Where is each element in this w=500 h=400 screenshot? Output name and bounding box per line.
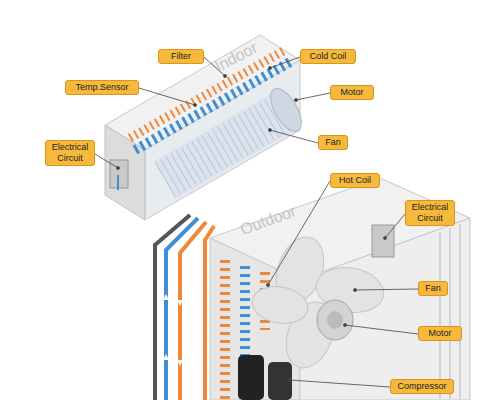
callout-box: Motor: [418, 326, 462, 341]
callout-text: Motor: [422, 328, 458, 339]
callout-text: Hot Coil: [334, 175, 376, 186]
callout-box: Temp.Sensor: [65, 80, 139, 95]
callout-box: Motor: [330, 85, 374, 100]
motor-hub: [327, 311, 343, 329]
leader-lines: [95, 57, 418, 387]
fan-blades: [165, 112, 283, 180]
callout-text: Filter: [162, 51, 200, 62]
callout-text: Motor: [334, 87, 370, 98]
flow-arrows: [163, 294, 183, 366]
callout-text: Electrical Circuit: [49, 142, 91, 164]
callout-text: Fan: [422, 283, 444, 294]
indoor-end: [105, 125, 145, 220]
grille: [440, 224, 460, 400]
outdoor-circuit: [372, 225, 394, 257]
callout-text: Compressor: [394, 381, 450, 392]
callout-box: Compressor: [390, 379, 454, 394]
callout-box: Fan: [418, 281, 448, 296]
callout-text: Fan: [322, 137, 344, 148]
compressor: [268, 362, 292, 400]
callout-box: Electrical Circuit: [45, 140, 95, 166]
callout-box: Fan: [318, 135, 348, 150]
callout-text: Electrical Circuit: [409, 202, 451, 224]
indoor-motor: [264, 84, 307, 137]
callout-box: Electrical Circuit: [405, 200, 455, 226]
callout-text: Temp.Sensor: [69, 82, 135, 93]
callout-box: Filter: [158, 49, 204, 64]
callout-box: Cold Coil: [300, 49, 356, 64]
indoor-front: [145, 60, 300, 220]
hot-coil: [220, 260, 230, 400]
callout-text: Cold Coil: [304, 51, 352, 62]
fan-cylinder: [165, 112, 283, 180]
compressor: [238, 355, 264, 400]
pipe-arrow: [117, 175, 119, 190]
pipe: [180, 222, 206, 400]
outdoor-fan: [249, 231, 387, 375]
outdoor-front: [300, 218, 470, 400]
callout-box: Hot Coil: [330, 173, 380, 188]
outdoor-motor: [317, 300, 353, 340]
